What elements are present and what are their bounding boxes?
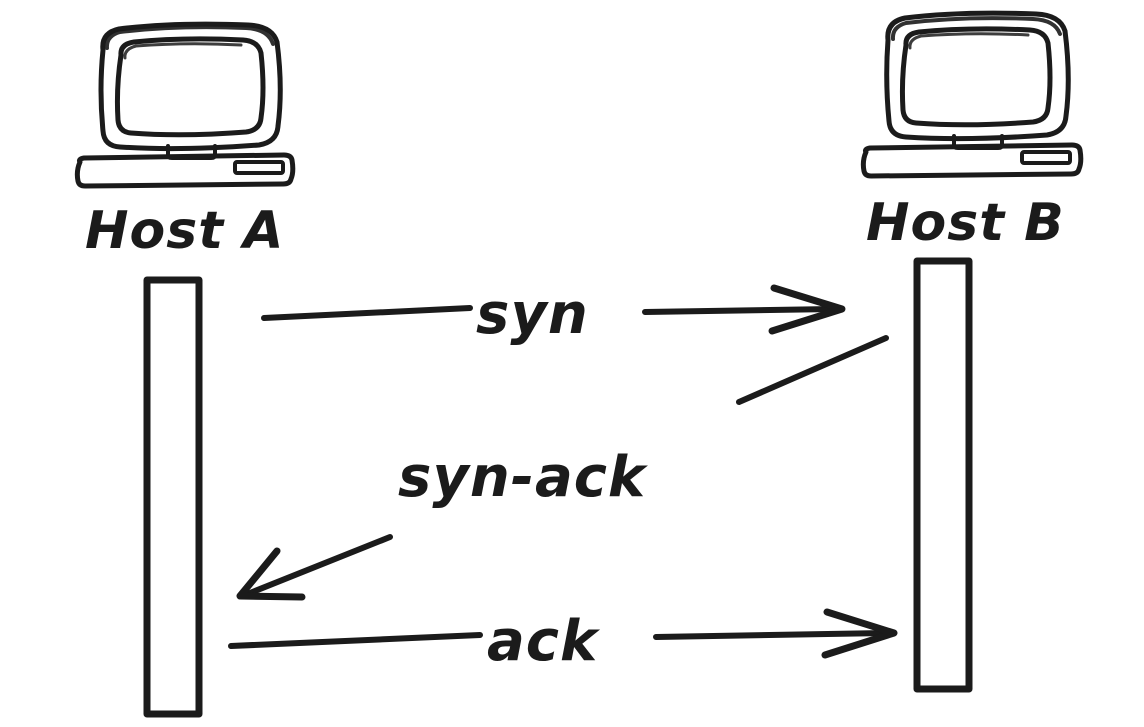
host-a-timeline-bar <box>143 276 203 718</box>
host-b-label: Host B <box>866 193 1065 253</box>
host-b-computer-icon <box>860 10 1084 179</box>
ack-arrow <box>228 608 898 659</box>
ack-label: ack <box>487 609 601 674</box>
host-b-timeline-bar <box>913 257 973 693</box>
syn-ack-label: syn-ack <box>398 445 649 510</box>
syn-ack-arrow <box>236 335 889 601</box>
syn-arrow <box>261 284 846 335</box>
syn-label: syn <box>476 282 589 347</box>
host-a-label: Host A <box>85 201 284 261</box>
host-a-computer-icon <box>74 21 296 189</box>
